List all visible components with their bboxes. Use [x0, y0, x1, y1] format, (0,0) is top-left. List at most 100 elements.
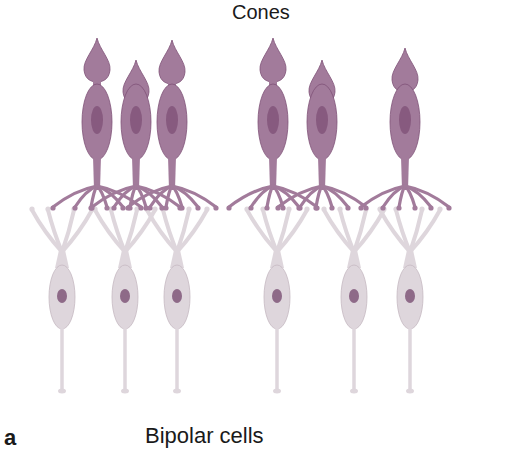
pedicle-tip	[104, 205, 109, 210]
pedicle-tip	[163, 205, 168, 210]
dendrite-tip	[419, 206, 424, 211]
cone-pedicle-branch	[172, 186, 216, 207]
axon-terminal	[273, 389, 281, 394]
cone-nucleus	[399, 106, 411, 134]
axon-terminal	[121, 389, 129, 394]
bipolar-dendrite	[263, 210, 277, 252]
bipolar-dendrite	[247, 210, 277, 252]
bipolar-nucleus	[405, 289, 415, 303]
cone-body	[307, 84, 337, 160]
bipolar-dendrite	[277, 210, 307, 252]
cone-cell	[358, 48, 451, 211]
bipolar-body	[164, 265, 190, 329]
bipolar-dendrite	[147, 210, 177, 252]
pedicle-tip	[120, 205, 125, 210]
bipolar-dendrite	[177, 210, 207, 252]
cone-cell	[125, 40, 218, 211]
bipolar-dendrite	[340, 210, 354, 252]
panel-letter: a	[4, 426, 16, 450]
cone-outer-segment	[260, 38, 286, 82]
bipolar-body	[264, 265, 290, 329]
bipolar-cell	[377, 206, 442, 393]
pedicle-tip	[125, 205, 130, 210]
axon-terminal	[406, 389, 414, 394]
dendrite-tip	[71, 206, 76, 211]
pedicle-tip	[396, 205, 401, 210]
cone-cell	[275, 60, 368, 211]
bipolar-cell	[29, 206, 94, 393]
cone-pedicle-branch	[300, 186, 322, 207]
cone-pedicle-branch	[150, 186, 172, 207]
cone-pedicle-branch	[278, 186, 322, 207]
cone-body	[258, 84, 288, 160]
bipolar-dendrite	[324, 210, 354, 252]
layer-label: Bipolar cells	[145, 424, 264, 448]
pedicle-tip	[147, 205, 152, 210]
pedicle-tip	[72, 205, 77, 210]
pedicle-tip	[313, 205, 318, 210]
pedicle-tip	[264, 205, 269, 210]
bipolar-body	[341, 265, 367, 329]
bipolar-dendrite	[354, 210, 384, 252]
pedicle-tip	[111, 205, 116, 210]
cone-pedicle-branch	[128, 186, 172, 207]
bipolar-dendrite	[111, 210, 125, 252]
dendrite-tip	[304, 206, 309, 211]
pedicle-tip	[50, 205, 55, 210]
cone-body	[390, 84, 420, 160]
figure-title: Cones	[232, 1, 290, 23]
bipolar-cell	[321, 206, 386, 393]
cone-outer-segment	[159, 40, 185, 84]
cone-body	[157, 84, 187, 160]
bipolar-axon	[60, 326, 64, 390]
pedicle-tip	[297, 205, 302, 210]
dendrite-tip	[363, 206, 368, 211]
cone-pedicle-branch	[399, 186, 405, 207]
bipolar-axon	[275, 326, 279, 390]
cone-pedicle-branch	[316, 186, 322, 207]
pedicle-tip	[380, 205, 385, 210]
bipolar-dendrite	[396, 210, 410, 252]
bipolar-cell	[92, 206, 157, 393]
cone-nucleus	[166, 106, 178, 134]
cone-body	[121, 84, 151, 160]
pedicle-tip	[138, 205, 143, 210]
bipolar-body	[397, 265, 423, 329]
dendrite-tip	[204, 206, 209, 211]
dendrite-tip	[29, 206, 34, 211]
bipolar-nucleus	[272, 289, 282, 303]
dendrite-tip	[152, 206, 157, 211]
bipolar-dendrite	[95, 210, 125, 252]
cone-pedicle-branch	[166, 186, 172, 207]
cone-outer-segment	[84, 38, 110, 82]
cone-nucleus	[267, 106, 279, 134]
cone-pedicle-branch	[383, 186, 405, 207]
bipolar-axon	[123, 326, 127, 390]
bipolar-axon	[408, 326, 412, 390]
bipolar-nucleus	[57, 289, 67, 303]
cone-body	[82, 84, 112, 160]
bipolar-dendrite	[410, 210, 440, 252]
cone-pedicle-branch	[322, 186, 366, 207]
cone-cells	[50, 38, 451, 211]
pedicle-tip	[88, 205, 93, 210]
dendrite-tip	[321, 206, 326, 211]
bipolar-body	[112, 265, 138, 329]
pedicle-tip	[248, 205, 253, 210]
cone-nucleus	[91, 106, 103, 134]
pedicle-tip	[358, 205, 363, 210]
bipolar-cell	[144, 206, 209, 393]
pedicle-tip	[195, 205, 200, 210]
axon-terminal	[350, 389, 358, 394]
dendrite-tip	[186, 206, 191, 211]
bipolar-axon	[175, 326, 179, 390]
bipolar-dendrite	[62, 210, 92, 252]
cone-pedicle-branch	[53, 186, 97, 207]
bipolar-cells	[29, 206, 442, 393]
dendrite-tip	[437, 206, 442, 211]
bipolar-nucleus	[172, 289, 182, 303]
pedicle-tip	[314, 205, 319, 210]
cone-pedicle-branch	[267, 186, 273, 207]
